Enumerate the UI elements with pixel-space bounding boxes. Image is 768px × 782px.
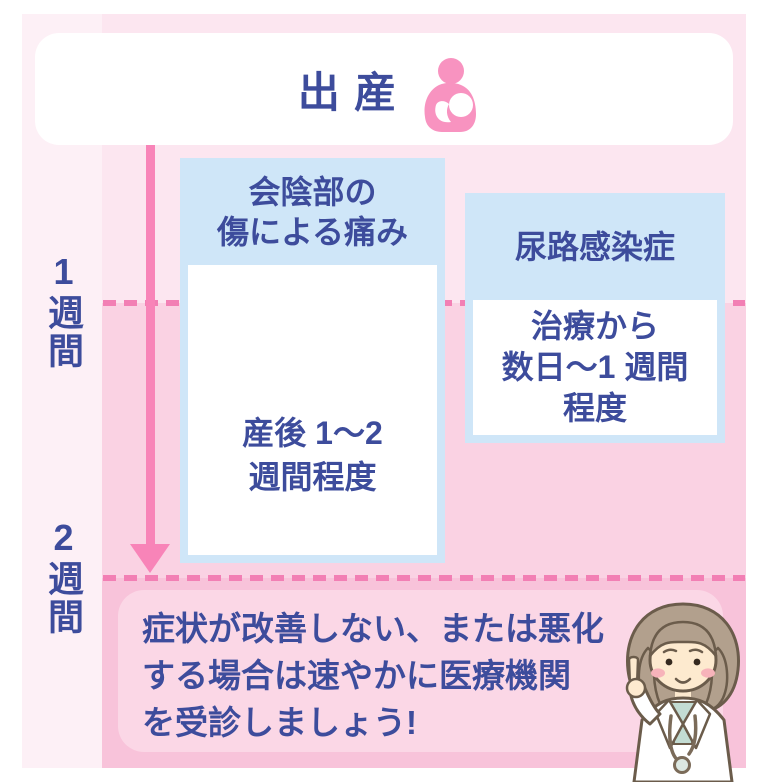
time-arrow-shaft <box>146 145 155 547</box>
symptom-title-line: 会陰部の <box>248 173 377 210</box>
symptom-duration-line: 数日〜1 週間 <box>501 349 689 385</box>
symptom-duration-line: 産後 1〜2 <box>242 415 383 451</box>
advice-line: 症状が改善しない、または悪化 <box>142 610 604 647</box>
advice-line: する場合は速やかに医療機関 <box>142 657 571 694</box>
symptom-box-uti: 尿路感染症 治療から 数日〜1 週間 程度 <box>465 193 725 443</box>
symptom-duration-line: 治療から <box>530 308 659 344</box>
week1-label: 1週間 <box>43 250 84 370</box>
symptom-title-line: 傷による痛み <box>216 213 409 250</box>
symptom-box-perineal-pain-body: 産後 1〜2 週間程度 <box>180 265 445 563</box>
symptom-box-perineal-pain: 会陰部の 傷による痛み 産後 1〜2 週間程度 <box>180 158 445 563</box>
time-arrow-head <box>130 544 170 573</box>
advice-message-box: 症状が改善しない、または悪化 する場合は速やかに医療機関 を受診しましょう! <box>118 590 723 752</box>
birth-header-box: 出産 <box>35 33 733 145</box>
week2-label: 2週間 <box>43 516 84 636</box>
symptom-box-uti-body: 治療から 数日〜1 週間 程度 <box>465 300 725 443</box>
symptom-duration-line: 週間程度 <box>248 459 377 495</box>
symptom-title-line: 尿路感染症 <box>514 228 675 265</box>
mother-baby-icon <box>418 57 478 138</box>
birth-title: 出産 <box>297 68 411 116</box>
symptom-duration-line: 程度 <box>562 390 627 426</box>
symptom-box-uti-header: 尿路感染症 <box>465 193 725 300</box>
doctor-illustration <box>598 596 768 782</box>
week2-dashed-line <box>103 575 745 581</box>
advice-line: を受診しましょう! <box>142 704 417 741</box>
symptom-box-perineal-pain-header: 会陰部の 傷による痛み <box>180 158 445 265</box>
